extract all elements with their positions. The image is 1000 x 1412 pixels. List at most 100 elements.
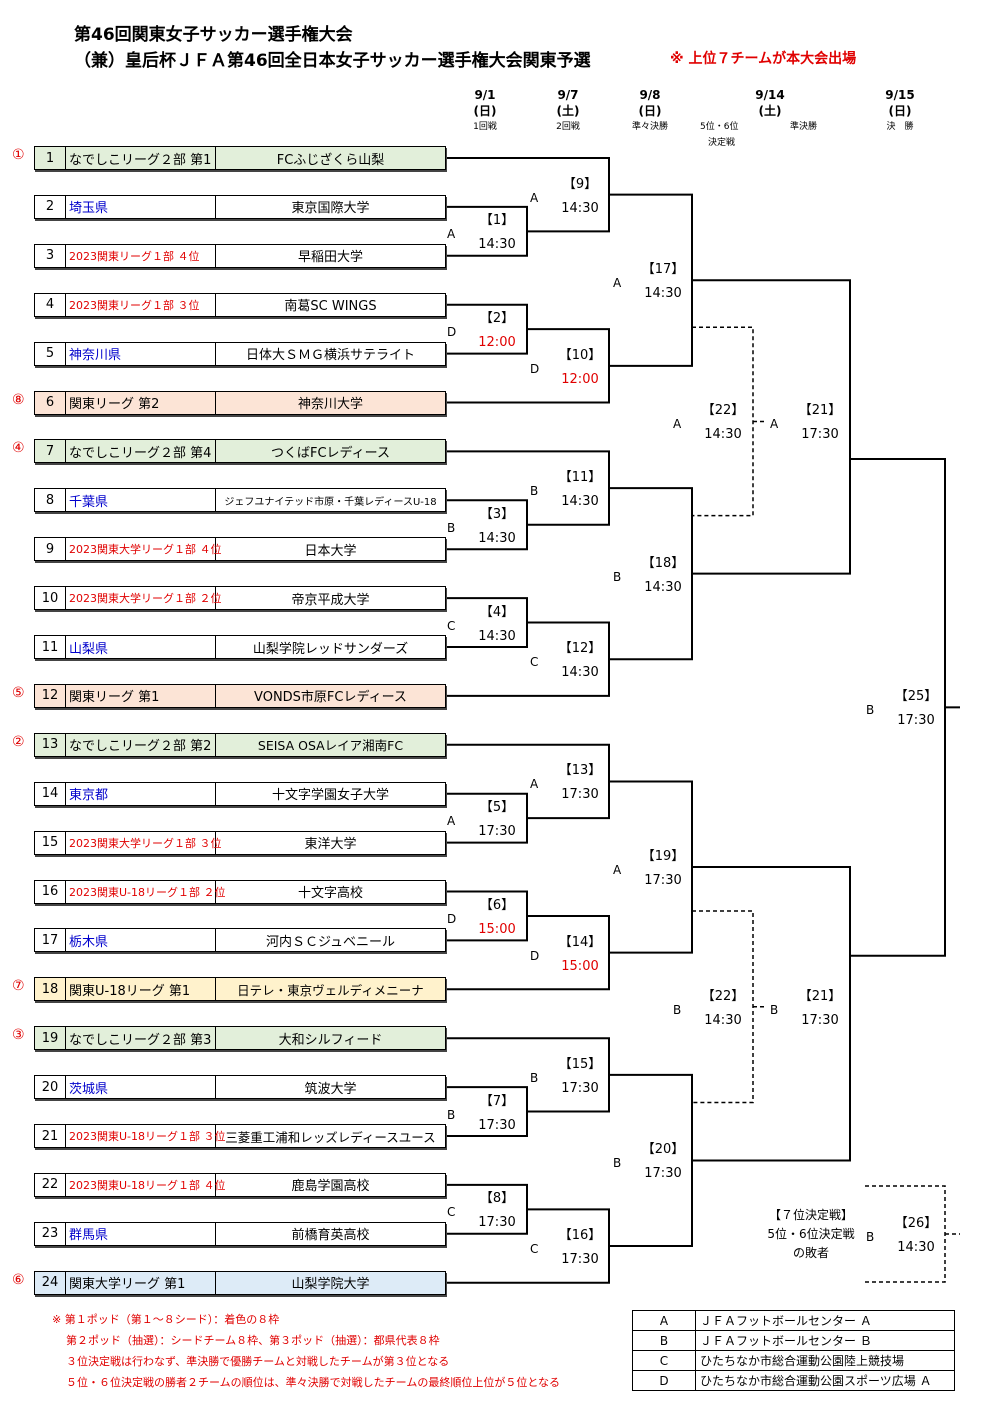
team-name: 山梨学院レッドサンダーズ <box>252 641 409 657</box>
match-label: 【4】14:30 <box>467 601 527 649</box>
match-id: 【18】 <box>641 555 685 571</box>
team-name: 大和シルフィード <box>278 1032 383 1048</box>
match-time: 14:30 <box>478 237 516 253</box>
legend-key: D <box>632 1370 696 1391</box>
match-time: 17:30 <box>478 1215 516 1231</box>
team-number: 8 <box>35 489 66 512</box>
match-label: 【20】17:30 <box>633 1138 693 1186</box>
match-venue: B <box>613 569 622 584</box>
team-number: 4 <box>35 293 66 316</box>
match-id: 【17】 <box>641 262 685 278</box>
header-date: 9/1 <box>474 88 496 102</box>
team-name: 筑波大学 <box>304 1081 357 1097</box>
team-qualification: なでしこリーグ２部 第4 <box>66 440 216 463</box>
match-label: 【17】14:30 <box>633 258 693 306</box>
seed-marker: ⑧ <box>12 391 25 408</box>
match-venue: A <box>613 276 622 291</box>
team-qualification: 関東大学リーグ 第1 <box>66 1271 216 1294</box>
match-venue: B <box>770 1002 779 1017</box>
match-venue: B <box>447 520 456 535</box>
match-id: 【16】 <box>558 1228 602 1244</box>
match-time: 12:00 <box>478 335 516 351</box>
team-number: 5 <box>35 342 66 365</box>
match-label: 【26】14:30 <box>886 1212 946 1260</box>
seed-marker: ⑥ <box>12 1271 25 1288</box>
team-name: 三菱重工浦和レッズレディースユース <box>225 1129 436 1145</box>
team-qualification: 群馬県 <box>66 1222 216 1245</box>
bracket-line <box>692 866 851 1162</box>
match-id: 【10】 <box>558 347 602 363</box>
match-id: 【21】 <box>798 403 842 419</box>
match-venue: A <box>613 863 622 878</box>
team-qualification: 2023関東U-18リーグ１部 ２位 <box>66 880 226 903</box>
match-label: 【22】14:30 <box>693 985 753 1033</box>
match-time: 17:30 <box>561 1080 599 1096</box>
team-number: 1 <box>35 147 66 169</box>
match-venue: B <box>447 1107 456 1122</box>
team-name: 早稲田大学 <box>297 250 363 266</box>
team-number: 21 <box>35 1125 66 1147</box>
match-venue: B <box>530 1070 539 1085</box>
match-id: 【19】 <box>641 849 685 865</box>
match-time: 17:30 <box>644 873 682 889</box>
match-id: 【14】 <box>558 934 602 950</box>
date-header: 9/7(土)2回戦 <box>538 88 598 132</box>
team-name: 鹿島学園高校 <box>291 1179 370 1195</box>
team-number: 19 <box>35 1027 66 1050</box>
title-line2: （兼）皇后杯ＪＦＡ第46回全日本女子サッカー選手権大会関東予選 <box>74 51 591 71</box>
team-name: 神奈川大学 <box>297 397 363 412</box>
match-label: 【13】17:30 <box>550 759 610 807</box>
team-number: 20 <box>35 1076 66 1099</box>
match-venue: D <box>447 911 457 926</box>
team-number: 23 <box>35 1222 66 1245</box>
team-qualification: 千葉県 <box>66 489 216 512</box>
match-id: 【11】 <box>558 470 602 486</box>
note-3: ３位決定戦は行わなず、準決勝で優勝チームと対戦したチームが第３位となる <box>66 1355 450 1368</box>
team-number: 22 <box>35 1173 66 1196</box>
match-id: 【25】 <box>894 689 938 705</box>
team-qualification: 関東リーグ 第1 <box>66 684 216 707</box>
header-day: (日) <box>638 104 662 118</box>
team-qualification: 2023関東U-18リーグ１部 ３位 <box>66 1125 226 1147</box>
team-qualification: 東京都 <box>66 782 216 805</box>
match-id: 【5】 <box>479 800 515 816</box>
team-number: 2 <box>35 195 66 218</box>
match-id: 【13】 <box>558 763 602 779</box>
team-qualification: 2023関東大学リーグ１部 ４位 <box>66 538 222 561</box>
match-time: 15:00 <box>561 958 599 974</box>
legend-value: ＪＦＡフットボールセンター Ａ <box>695 1310 955 1331</box>
team-name: 日テレ・東京ヴェルディメニーナ <box>237 982 424 998</box>
team-name: 十文字学園女子大学 <box>271 788 389 804</box>
match-label: 【5】17:30 <box>467 796 527 844</box>
team-number: 15 <box>35 831 66 854</box>
match-label: 【18】14:30 <box>633 552 693 600</box>
seventh-place-label: 【７位決定戦】 5位・6位決定戦 の敗者 <box>756 1206 866 1263</box>
header-round: 5位・6位 <box>700 122 739 132</box>
match-time: 17:30 <box>801 1012 839 1028</box>
match-label: 【10】12:00 <box>550 344 610 392</box>
date-header: 9/1(日)1回戦 <box>455 88 515 132</box>
note-4: ５位・６位決定戦の勝者２チームの順位は、準々決勝で対戦したチームの最終順位上位が… <box>66 1376 561 1389</box>
match-time: 15:00 <box>478 921 516 937</box>
match-label: 【3】14:30 <box>467 503 527 551</box>
match-id: 【1】 <box>479 213 515 229</box>
header-round: 決定戦 <box>708 138 736 148</box>
team-qualification: 栃木県 <box>66 929 216 952</box>
team-qualification: 埼玉県 <box>66 195 216 218</box>
team-name: 日本大学 <box>304 543 357 559</box>
match-label: 【8】17:30 <box>467 1187 527 1235</box>
header-day: (土) <box>758 104 782 118</box>
match-label: 【1】 14:30 <box>467 209 527 257</box>
team-number: 16 <box>35 880 66 903</box>
match-label: 【22】14:30 <box>693 399 753 447</box>
legend-key: C <box>632 1350 696 1371</box>
